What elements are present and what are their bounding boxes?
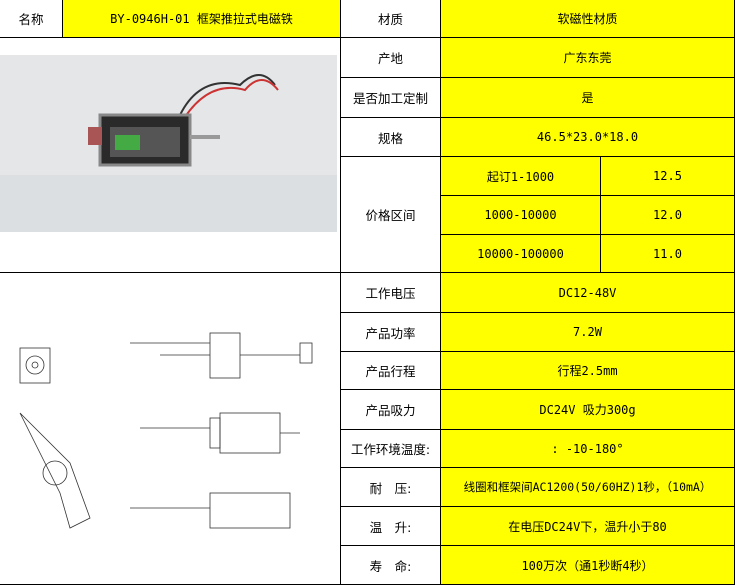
spec-label-voltage: 工作电压	[341, 273, 441, 313]
spec-label-withstand: 耐 压:	[341, 468, 441, 507]
spec-value-power: 7.2W	[441, 313, 735, 352]
spec-value-force: DC24V 吸力300g	[441, 390, 735, 430]
spec-label-material: 材质	[341, 0, 441, 38]
spec-value-size: 46.5*23.0*18.0	[441, 118, 735, 157]
spec-label-force: 产品吸力	[341, 390, 441, 430]
price-qty-2: 1000-10000	[441, 196, 601, 235]
spec-value-material: 软磁性材质	[441, 0, 735, 38]
spec-label-custom: 是否加工定制	[341, 78, 441, 118]
price-value-2: 12.0	[601, 196, 735, 235]
product-photo-cell	[0, 38, 341, 273]
spec-value-stroke: 行程2.5mm	[441, 352, 735, 390]
price-qty-3: 10000-100000	[441, 235, 601, 273]
spec-value-voltage: DC12-48V	[441, 273, 735, 313]
spec-label-temperature: 工作环境温度:	[341, 430, 441, 468]
spec-value-temperature: : -10-180°	[441, 430, 735, 468]
spec-value-origin: 广东东莞	[441, 38, 735, 78]
spec-label-origin: 产地	[341, 38, 441, 78]
dimension-drawing	[19, 332, 313, 529]
spec-label-power: 产品功率	[341, 313, 441, 352]
dimension-drawing-cell	[0, 273, 341, 585]
spec-label-size: 规格	[341, 118, 441, 157]
spec-value-temp-rise: 在电压DC24V下，温升小于80	[441, 507, 735, 546]
name-value: BY-0946H-01 框架推拉式电磁铁	[63, 0, 341, 38]
spec-label-temp-rise: 温 升:	[341, 507, 441, 546]
spec-label-lifespan: 寿 命:	[341, 546, 441, 585]
name-label: 名称	[0, 0, 63, 38]
spec-label-stroke: 产品行程	[341, 352, 441, 390]
product-photo	[0, 55, 337, 232]
spec-value-lifespan: 100万次（通1秒断4秒）	[441, 546, 735, 585]
price-value-3: 11.0	[601, 235, 735, 273]
spec-value-custom: 是	[441, 78, 735, 118]
price-label: 价格区间	[341, 157, 441, 273]
spec-value-withstand: 线圈和框架间AC1200(50/60HZ)1秒，（10mA）	[441, 468, 735, 507]
price-value-1: 12.5	[601, 157, 735, 196]
price-qty-1: 起订1-1000	[441, 157, 601, 196]
